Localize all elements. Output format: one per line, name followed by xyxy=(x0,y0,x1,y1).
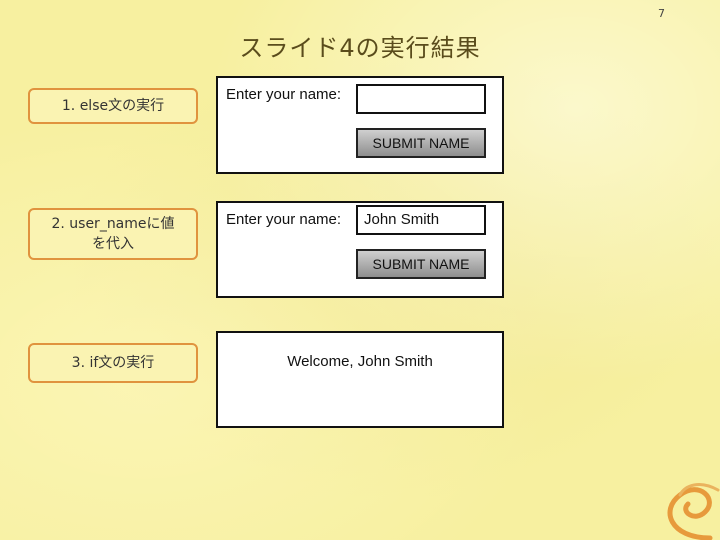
submit-name-button[interactable]: SUBMIT NAME xyxy=(356,249,486,279)
form-panel-1: Enter your name: SUBMIT NAME xyxy=(216,76,504,174)
name-prompt-label: Enter your name: xyxy=(226,86,342,103)
name-input[interactable] xyxy=(356,84,486,114)
welcome-message: Welcome, John Smith xyxy=(287,353,433,370)
step-2-label: 2. user_nameに値 を代入 xyxy=(28,208,198,260)
swirl-decoration-icon xyxy=(667,483,720,540)
step-1-label: 1. else文の実行 xyxy=(28,88,198,124)
slide-title: スライド4の実行結果 xyxy=(239,34,481,62)
welcome-panel: Welcome, John Smith xyxy=(216,331,504,428)
submit-name-button[interactable]: SUBMIT NAME xyxy=(356,128,486,158)
name-prompt-label: Enter your name: xyxy=(226,211,342,228)
step-3-label: 3. if文の実行 xyxy=(28,343,198,383)
form-panel-2: Enter your name: John Smith SUBMIT NAME xyxy=(216,201,504,298)
name-input[interactable]: John Smith xyxy=(356,205,486,235)
page-number: 7 xyxy=(658,7,665,20)
